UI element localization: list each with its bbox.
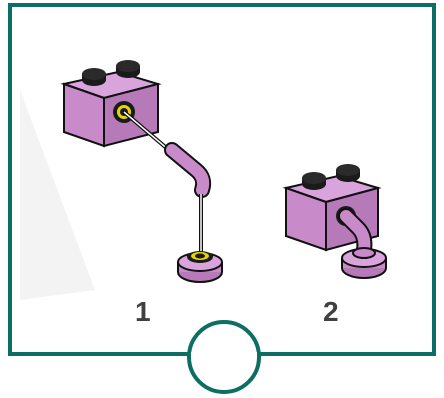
instruction-panel bbox=[8, 3, 436, 356]
brick-studs bbox=[82, 60, 140, 86]
brick-connected-to-plate-icon bbox=[282, 164, 387, 279]
circle-tab-mask bbox=[191, 352, 257, 358]
step-2-number: 2 bbox=[323, 296, 339, 327]
step-1-number: 1 bbox=[135, 296, 151, 327]
background-shape bbox=[20, 90, 95, 300]
brick-with-bar-and-plate-icon bbox=[60, 60, 223, 283]
